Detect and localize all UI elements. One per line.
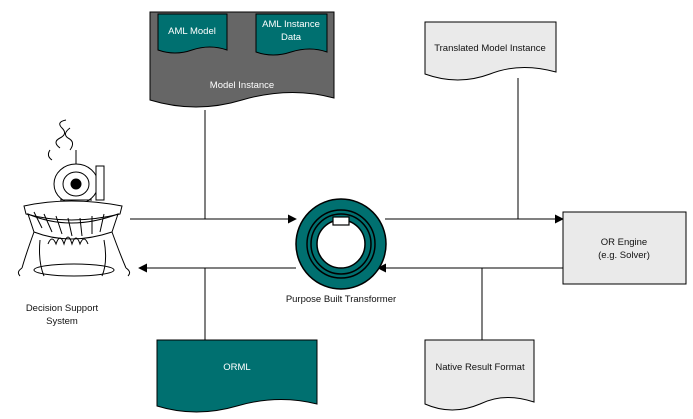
decision-support-system-label-line1: Decision Support: [26, 303, 99, 314]
decision-support-system-label-line2: System: [46, 316, 78, 327]
aml-model-label: AML Model: [168, 26, 216, 37]
aml-instance-data-label-line1: AML Instance: [262, 19, 320, 30]
aml-model-document: AML Model: [157, 13, 228, 54]
model-instance-label: Model Instance: [210, 80, 274, 91]
native-result-format-document: Native Result Format: [424, 339, 535, 411]
orml-label: ORML: [223, 362, 250, 373]
decision-support-system-illustration: [17, 119, 131, 277]
translated-model-instance-document: Translated Model Instance: [424, 21, 557, 81]
connectors: [130, 78, 564, 340]
purpose-built-transformer-icon: [295, 198, 387, 290]
model-instance-document: AML Model AML Instance Data Model Instan…: [149, 11, 335, 108]
native-result-format-label: Native Result Format: [435, 362, 525, 373]
or-engine-box: OR Engine (e.g. Solver): [562, 211, 687, 285]
aml-instance-data-document: AML Instance Data: [255, 13, 328, 56]
or-engine-label-line1: OR Engine: [601, 237, 647, 248]
aml-instance-data-label-line2: Data: [281, 32, 302, 43]
orml-document: ORML: [156, 339, 318, 413]
or-engine-label-line2: (e.g. Solver): [598, 250, 650, 261]
purpose-built-transformer-label: Purpose Built Transformer: [286, 294, 396, 305]
translated-model-instance-label: Translated Model Instance: [434, 43, 546, 54]
